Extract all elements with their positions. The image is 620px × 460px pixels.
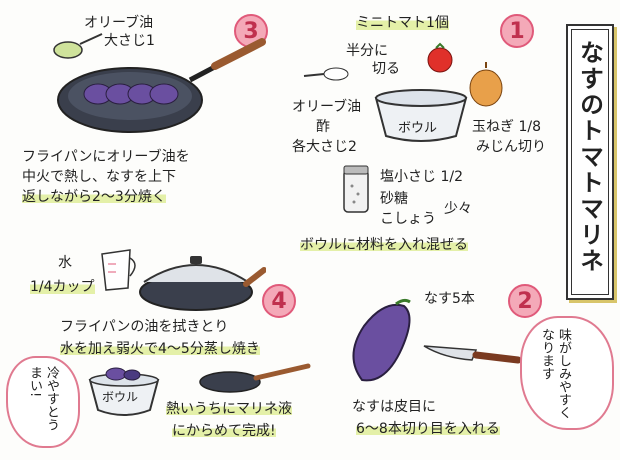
step-1-cut-label: 切る [372,61,400,77]
step-1-onion-cut: みじん切り [476,139,546,155]
step-1-half-label: 半分に [346,43,388,59]
step-1-number: 1 [500,14,534,48]
step-2-number: 2 [508,284,542,318]
step-1-sugar-label: 砂糖 [380,191,408,207]
recipe-title: なすのトマトマリネ [575,40,604,274]
step-1-tomato-label: ミニトマト1個 [356,14,449,32]
tip-bubble-cool: 冷やすとうまい! [6,356,80,448]
frying-pan-eggplant-illustration [53,33,266,133]
step-2-eggplant-label: なす5本 [424,291,475,307]
step-1-vinegar-label: 酢 [316,119,330,135]
step-1-pinch-label: 少々 [444,201,472,217]
title-box: なすのトマトマリネ [566,24,614,300]
tip-bubble-flavor: 味がしみやすくなります [520,316,614,430]
step-3-caption-line2: 中火で熱し、なすを上下 [22,169,176,185]
step-4-final-line1: 熱いうちにマリネ液 [166,401,292,417]
step-3-number: 3 [234,14,268,48]
step-1-pepper-label: こしょう [380,211,436,227]
step-4-water-amount: 1/4カップ [30,278,95,296]
final-bowl-label: ボウル [102,390,139,404]
tip-bubble-flavor-text: 味がしみやすくなります [539,328,571,419]
bowl-label: ボウル [398,121,438,136]
step-3-oil-amount: 大さじ1 [104,33,155,49]
covered-pan-illustration [101,249,266,311]
step-3-caption-line3: 返しながら2〜3分焼く [22,189,166,205]
tip-bubble-cool-text: 冷やすとうまい! [27,366,59,431]
salt-shaker-icon [343,165,369,213]
eggplant-knife-illustration [352,298,522,382]
step-2-caption-line1: なすは皮目に [352,399,436,415]
step-3-oil-label: オリーブ油 [84,15,154,31]
final-bowl-illustration [88,367,160,416]
step-1-salt-label: 塩小さじ 1/2 [380,169,463,185]
bowl-ingredients-illustration [303,42,503,142]
step-4-water-label: 水 [58,255,72,271]
step-4-final-line2: にからめて完成! [172,423,276,439]
step-1-onion-amount: 玉ねぎ 1/8 [472,119,541,135]
step-2-caption-line2: 6〜8本切り目を入れる [356,421,500,437]
step-4-caption-line1: フライパンの油を拭きとり [60,319,229,335]
step-1-oil-label: オリーブ油 [292,99,362,115]
step-3-caption-line1: フライパンにオリーブ油を [22,149,190,165]
step-4-number: 4 [262,284,296,318]
step-1-each-label: 各大さじ2 [292,139,357,155]
step-1-caption: ボウルに材料を入れ混ぜる [300,237,468,253]
step-4-caption-line2: 水を加え弱火で4〜5分蒸し焼き [60,341,260,357]
small-pan-illustration [199,363,311,393]
